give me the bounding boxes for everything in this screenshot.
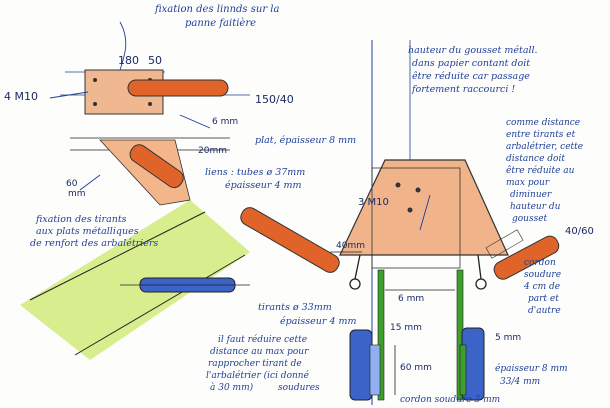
dim-40mm: 40mm (336, 241, 365, 251)
dim-15mm: 15 mm (390, 323, 422, 333)
leader-line (49, 91, 89, 99)
dim-150-40: 150/40 (255, 93, 294, 106)
bolt-hole (395, 182, 401, 188)
gusset-plate (339, 159, 509, 256)
note-comme-line8: hauteur du (510, 202, 561, 212)
dim-20mm: 20mm (198, 146, 227, 156)
note-comme-line3: arbalétrier, cette (506, 141, 583, 152)
note-ilfaut-line3: rapprocher tirant de (208, 359, 302, 369)
note-tirants-line1: tirants ø 33mm (258, 302, 332, 313)
note-cordon-right-line4: part et (528, 294, 559, 304)
note-soudures: soudures (278, 383, 320, 393)
bolt-hole (415, 187, 421, 193)
note-cordon-right-line5: d'autre (528, 306, 561, 316)
dim-6mm-top: 6 mm (212, 117, 238, 127)
note-ilfaut-line5: à 30 mm) (210, 382, 254, 393)
bolt-hole (407, 207, 413, 213)
lower-left-tube (349, 329, 373, 401)
note-hauteur-line1: hauteur du gousset métall. (408, 45, 538, 56)
note-fixation-line3: de renfort des arbalétriers (30, 238, 158, 249)
left-green-strip (377, 269, 385, 401)
dim-60-left: 60 (66, 179, 78, 189)
right-hook (477, 254, 482, 280)
label-4m10: 4 M10 (4, 90, 38, 103)
note-cordon-right-line1: cordon (524, 258, 556, 268)
leader-line (419, 194, 431, 231)
dim-mm-left: mm (68, 189, 86, 199)
note-tirants-line2: épaisseur 4 mm (280, 316, 357, 327)
dimension-tick (79, 174, 101, 191)
dim-60mm: 60 mm (400, 363, 432, 373)
note-ilfaut-line4: l'arbalétrier (ici donné (206, 370, 310, 381)
bolt-hole (93, 78, 97, 82)
angled-tube (129, 144, 184, 189)
note-fixation-line1: fixation des tirants (35, 214, 127, 225)
note-hauteur-line4: fortement raccourci ! (411, 84, 515, 95)
top-tube (127, 79, 229, 97)
label-3m10: 3 M10 (358, 197, 389, 208)
dim-180: 180 (118, 54, 139, 67)
note-top-line1: fixation des linnds sur la (154, 4, 279, 15)
left-hook-eye (349, 278, 361, 290)
dim-6mm-mid: 6 mm (398, 294, 424, 304)
band-edge-line (29, 211, 206, 301)
note-cordon-right-line3: 4 cm de (523, 282, 560, 292)
note-ilfaut-line2: distance au max pour (210, 347, 309, 357)
note-fixation-line2: aux plats métalliques (36, 226, 139, 237)
note-comme-line6: max pour (506, 178, 550, 188)
left-rafter-tube (240, 207, 340, 273)
note-cordon-right-line2: soudure (524, 270, 561, 280)
right-hook-eye (475, 278, 487, 290)
note-comme-line7: diminuer (510, 190, 552, 200)
note-comme-line2: entre tirants et (506, 130, 576, 140)
note-liens-line2: épaisseur 4 mm (225, 180, 302, 191)
note-plat: plat, épaisseur 8 mm (255, 135, 356, 146)
note-cordon-bottom: cordon soudure 3 mm (400, 395, 500, 405)
note-hauteur-line3: être réduite car passage (412, 71, 530, 82)
leader-line (119, 21, 127, 71)
band-edge-line (74, 254, 246, 356)
right-rafter-tube (493, 235, 560, 280)
note-comme-line5: être réduite au (506, 165, 575, 176)
leader-line (179, 114, 211, 129)
green-hatched-band (20, 200, 250, 360)
note-comme-line9: gousset (512, 214, 548, 224)
gusset-outline (371, 167, 461, 269)
note-comme-line4: distance doit (506, 154, 565, 164)
dim-5mm: 5 mm (495, 333, 521, 343)
note-epaisseur-line1: épaisseur 8 mm (495, 363, 568, 374)
lower-right-weld (459, 344, 467, 396)
lower-left-insert (369, 344, 381, 396)
left-hook (354, 254, 361, 280)
note-ilfaut-line1: il faut réduire cette (218, 334, 307, 345)
right-rafter-hatch (485, 229, 524, 259)
angled-plate (99, 139, 191, 206)
bolt-hole (93, 102, 97, 106)
dim-40-60: 40/60 (565, 226, 594, 237)
note-top-line2: panne faitière (185, 18, 256, 29)
note-epaisseur-line2: 33/4 mm (500, 377, 540, 387)
note-liens-line1: liens : tubes ø 37mm (205, 167, 305, 178)
note-hauteur-line2: dans papier contant doit (412, 58, 530, 69)
dim-50: 50 (148, 54, 162, 67)
note-comme-line1: comme distance (506, 118, 580, 128)
bolt-hole (148, 102, 152, 106)
